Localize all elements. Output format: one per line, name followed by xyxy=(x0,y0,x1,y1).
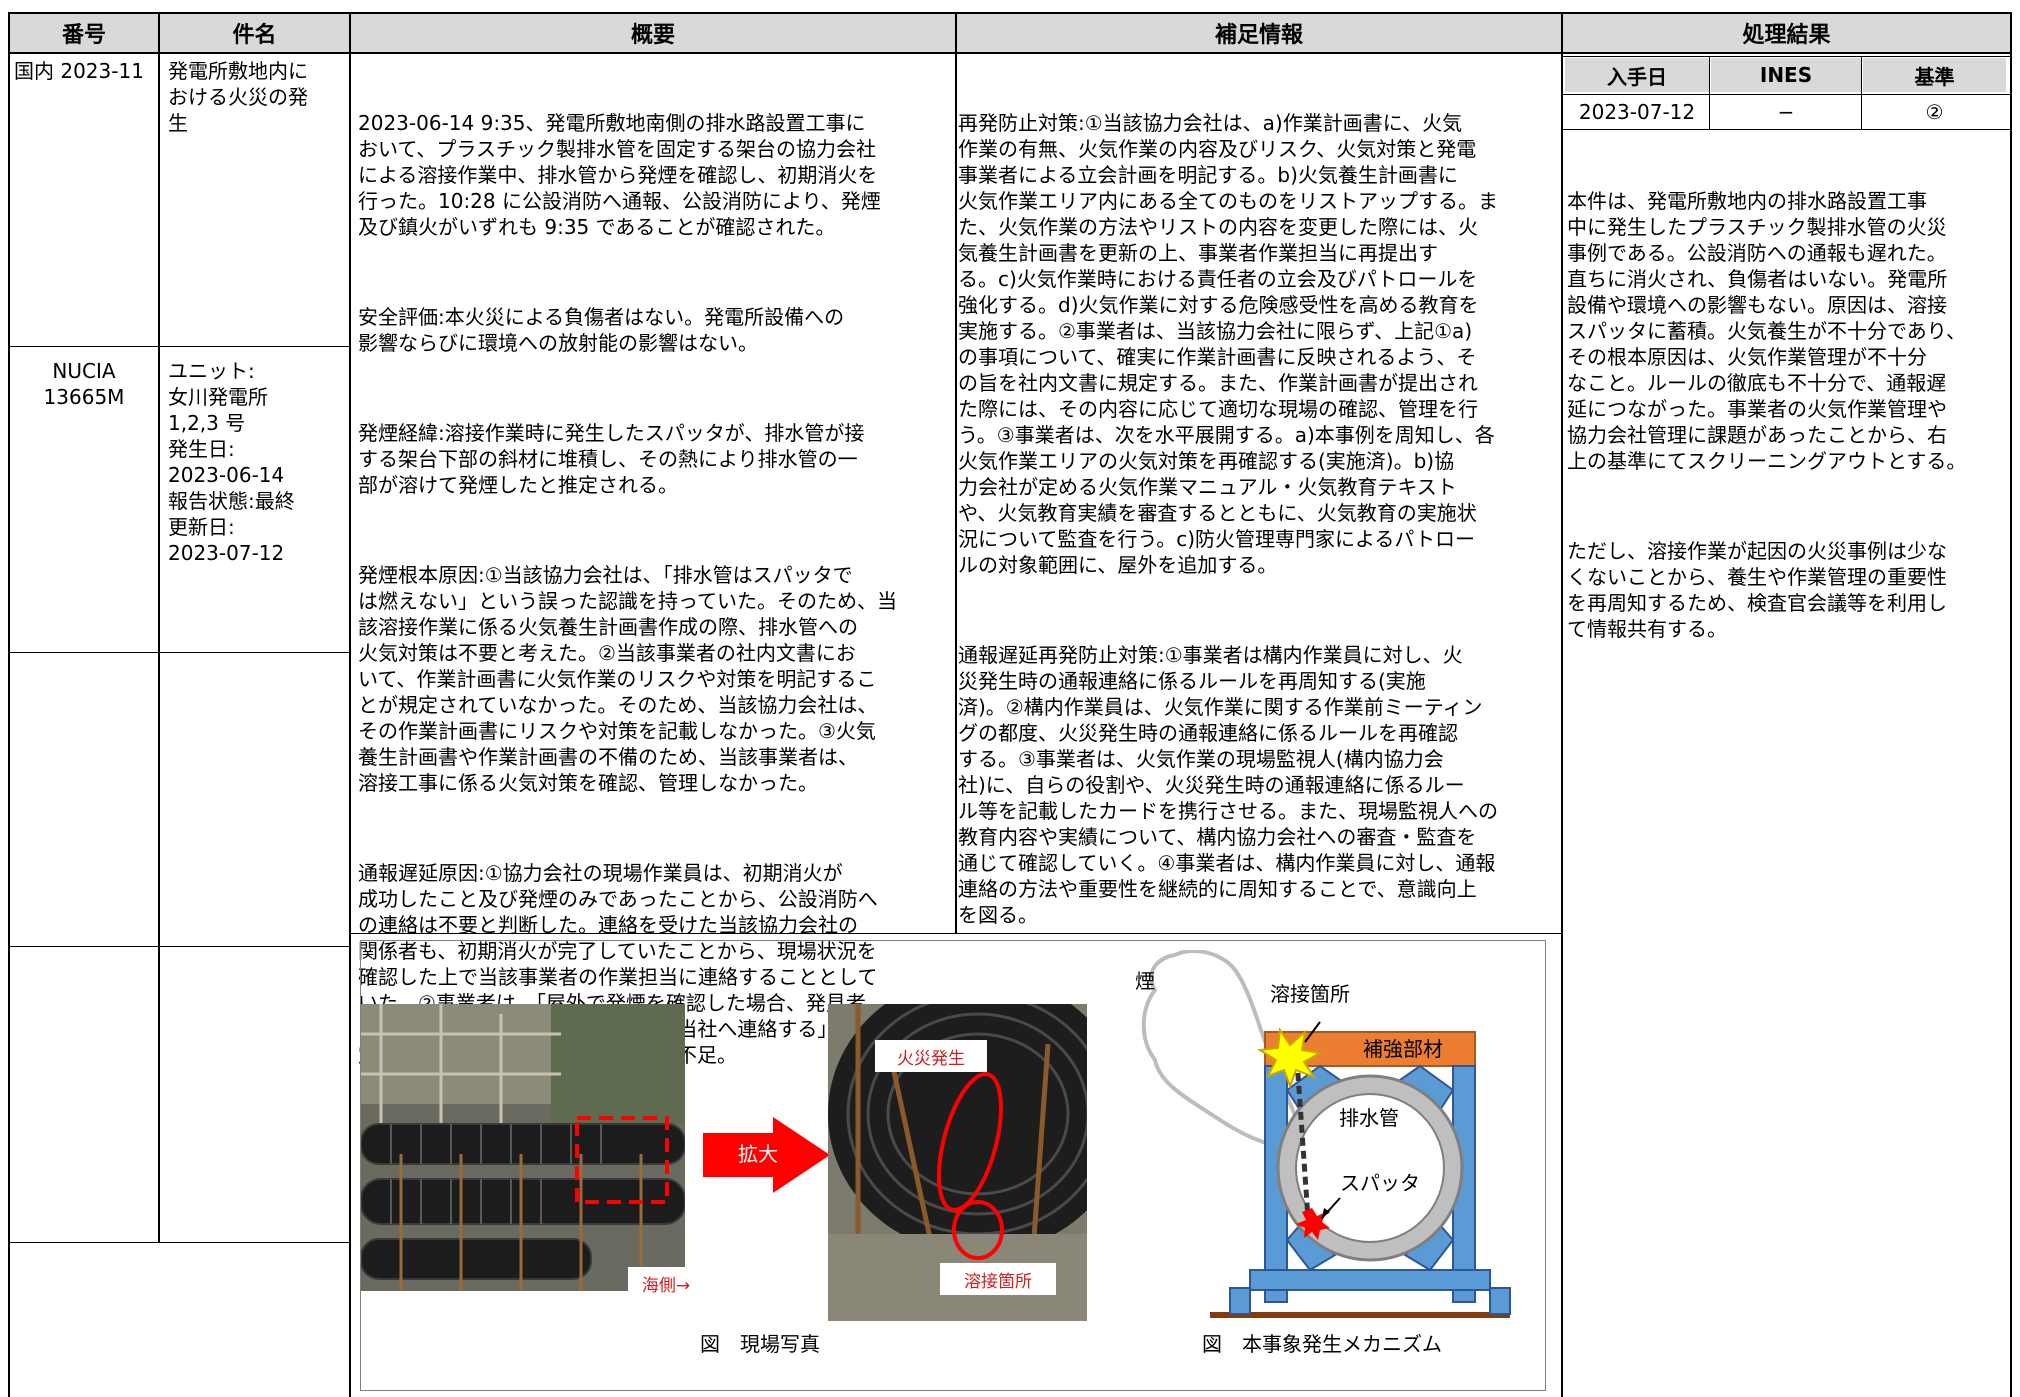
row-line-3 xyxy=(8,946,351,947)
border-header-bottom xyxy=(8,52,2012,54)
border-left xyxy=(8,12,10,1397)
weld-label-box: 溶接箇所 xyxy=(940,1263,1056,1295)
result-grid-mid xyxy=(1563,94,2010,95)
sea-side-label-box: 海側→ xyxy=(628,1267,704,1299)
caption-diagram: 図 本事象発生メカニズム xyxy=(1202,1332,1442,1356)
figure-frame xyxy=(360,940,1546,1391)
mechanism-diagram xyxy=(1141,950,1511,1318)
result-paragraph-evaluation: 本件は、発電所敷地内の排水路設置工事 中に発生したプラスチック製排水管の火災 事… xyxy=(1567,189,1967,473)
supplement-paragraph-delay-measures: 通報遅延再発防止対策:①事業者は構内作業員に対し、火 災発生時の通報連絡に係るル… xyxy=(958,643,1498,927)
header-supplement: 補足情報 xyxy=(957,14,1561,52)
diagram-smoke-label: 煙 xyxy=(1135,969,1155,993)
diagram-reinforce-label: 補強部材 xyxy=(1363,1037,1443,1061)
result-grid-bottom xyxy=(1563,129,2010,130)
summary-text: 2023-06-14 9:35、発電所敷地南側の排水路設置工事に おいて、プラス… xyxy=(358,58,954,1106)
record-id: 国内 2023-11 xyxy=(14,59,144,83)
diagram-weld-label: 溶接箇所 xyxy=(1270,982,1350,1006)
header-result: 処理結果 xyxy=(1563,14,2010,52)
result-ines: − xyxy=(1777,100,1795,124)
divider-title-summary xyxy=(349,12,351,1397)
border-top xyxy=(8,12,2012,14)
summary-paragraph-overview: 2023-06-14 9:35、発電所敷地南側の排水路設置工事に おいて、プラス… xyxy=(358,111,881,239)
divider-supplement-result xyxy=(1561,12,1563,1397)
result-grid-outer xyxy=(1563,56,2010,57)
supplement-paragraph-recurrence: 再発防止対策:①当該協力会社は、a)作業計画書に、火気 作業の有無、火気作業の内… xyxy=(958,111,1498,577)
record-title: 発電所敷地内に おける火災の発 生 xyxy=(168,59,308,135)
border-right xyxy=(2010,12,2012,1397)
result-grid-v2 xyxy=(1861,56,1862,130)
enlarge-arrow-icon xyxy=(703,1117,830,1193)
result-header-ines: INES xyxy=(1711,58,1861,92)
site-photo-overview xyxy=(361,1004,685,1291)
row-line-2 xyxy=(8,652,351,653)
fire-label: 火災発生 xyxy=(897,1048,965,1069)
summary-paragraph-safety: 安全評価:本火災による負傷者はない。発電所設備への 影響ならびに環境への放射能の… xyxy=(358,305,845,355)
diagram-spatter-label: スパッタ xyxy=(1340,1171,1420,1195)
record-nucia-id: NUCIA 13665M xyxy=(43,359,125,409)
header-summary: 概要 xyxy=(351,14,955,52)
result-grid-v1 xyxy=(1709,56,1710,130)
weld-label: 溶接箇所 xyxy=(964,1271,1032,1292)
record-meta: ユニット: 女川発電所 1,2,3 号 発生日: 2023-06-14 報告状態… xyxy=(168,359,295,565)
row-line-1 xyxy=(8,346,351,347)
diagram-pipe-label: 排水管 xyxy=(1339,1106,1399,1130)
result-text: 本件は、発電所敷地内の排水路設置工事 中に発生したプラスチック製排水管の火災 事… xyxy=(1567,136,2007,680)
result-header-date: 入手日 xyxy=(1565,58,1709,92)
enlarge-arrow-label: 拡大 xyxy=(738,1142,778,1166)
row-line-4 xyxy=(8,1242,351,1243)
header-title: 件名 xyxy=(160,14,349,52)
result-paragraph-sharing: ただし、溶接作業が起因の火災事例は少な くないことから、養生や作業管理の重要性 … xyxy=(1567,539,1947,641)
sea-side-label: 海側→ xyxy=(641,1275,691,1296)
caption-photo: 図 現場写真 xyxy=(700,1332,820,1356)
supplement-text: 再発防止対策:①当該協力会社は、a)作業計画書に、火気 作業の有無、火気作業の内… xyxy=(958,58,1560,966)
result-date: 2023-07-12 xyxy=(1578,100,1696,124)
figure-top-line xyxy=(349,933,1563,934)
summary-paragraph-root-cause: 発煙根本原因:①当該協力会社は、「排水管はスパッタで は燃えない」という誤った認… xyxy=(358,563,897,795)
fire-label-box: 火災発生 xyxy=(875,1040,987,1072)
header-number: 番号 xyxy=(10,14,158,52)
result-header-criteria: 基準 xyxy=(1863,58,2006,92)
result-criteria: ② xyxy=(1925,100,1944,124)
divider-number-title xyxy=(158,12,160,1242)
divider-summary-supplement xyxy=(955,12,957,934)
summary-paragraph-cause: 発煙経緯:溶接作業時に発生したスパッタが、排水管が接 する架台下部の斜材に堆積し… xyxy=(358,421,865,497)
